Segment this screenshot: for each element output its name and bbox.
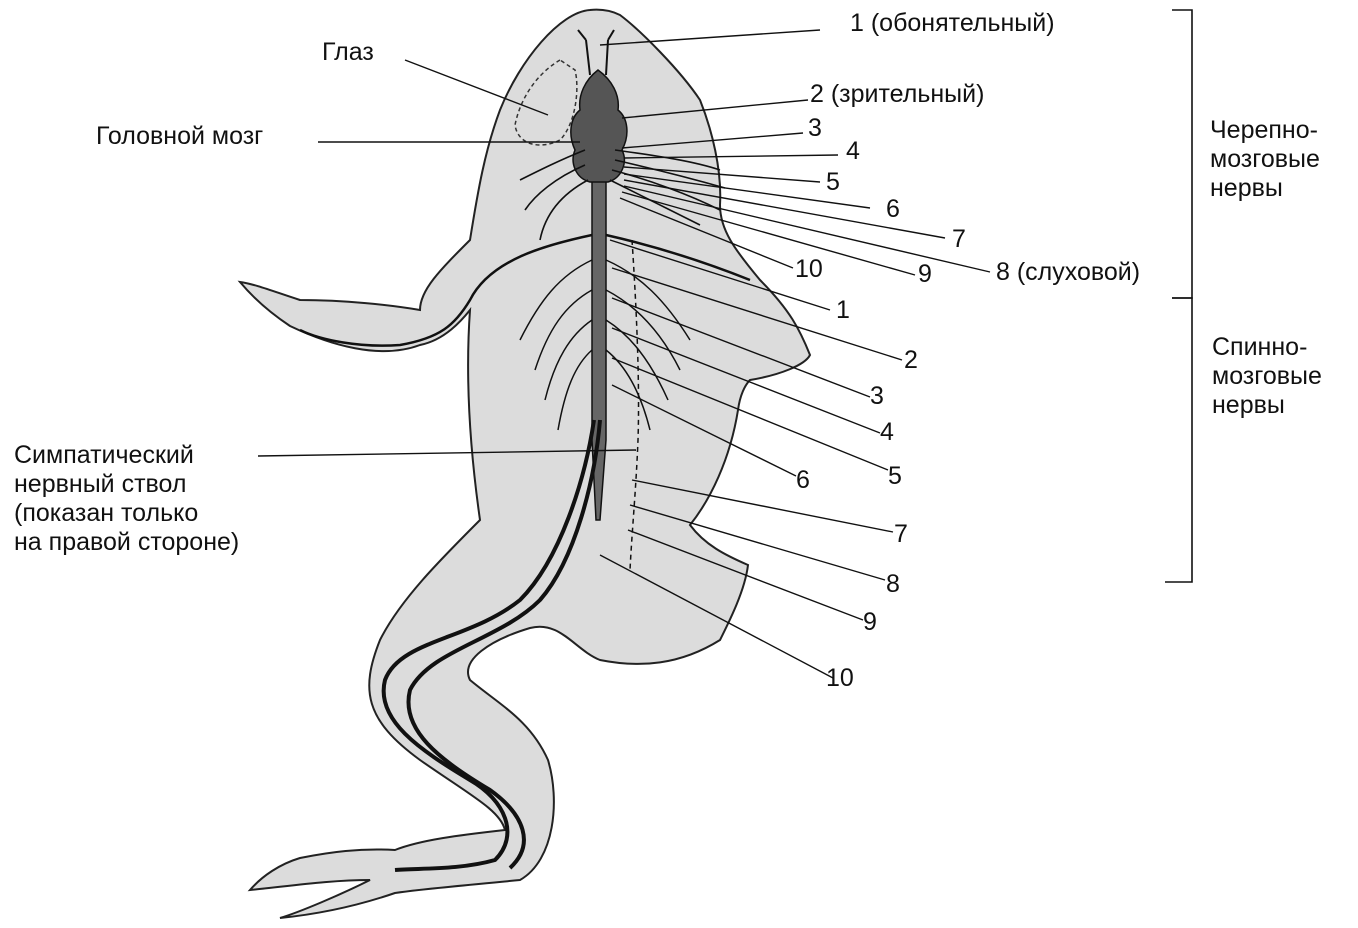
label-sympathetic-trunk: Симпатический нервный ствол (показан тол…: [14, 441, 239, 557]
label-cranial-10: 10: [795, 255, 823, 284]
label-spinal-9: 9: [863, 608, 877, 637]
label-spinal-4: 4: [880, 418, 894, 447]
spinal-bracket: [1165, 298, 1192, 582]
label-spinal-8: 8: [886, 570, 900, 599]
frog-body-silhouette: [240, 10, 810, 918]
label-cranial-8: 8 (слуховой): [996, 258, 1140, 287]
label-cranial-4: 4: [846, 137, 860, 166]
label-cranial-6: 6: [886, 195, 900, 224]
label-eye: Глаз: [322, 38, 374, 67]
label-brain: Головной мозг: [96, 122, 263, 151]
label-spinal-10: 10: [826, 664, 854, 693]
label-cranial-2: 2 (зрительный): [810, 80, 984, 109]
label-spinal-7: 7: [894, 520, 908, 549]
label-spinal-6: 6: [796, 466, 810, 495]
cranial-bracket: [1172, 10, 1192, 298]
label-spinal-1: 1: [836, 296, 850, 325]
label-cranial-7: 7: [952, 225, 966, 254]
label-group-cranial: Черепно- мозговые нервы: [1210, 116, 1320, 203]
label-spinal-5: 5: [888, 462, 902, 491]
label-spinal-2: 2: [904, 346, 918, 375]
label-cranial-3: 3: [808, 114, 822, 143]
label-group-spinal: Спинно- мозговые нервы: [1212, 333, 1322, 420]
label-spinal-3: 3: [870, 382, 884, 411]
label-cranial-9: 9: [918, 260, 932, 289]
label-cranial-1: 1 (обонятельный): [850, 9, 1055, 38]
label-cranial-5: 5: [826, 168, 840, 197]
